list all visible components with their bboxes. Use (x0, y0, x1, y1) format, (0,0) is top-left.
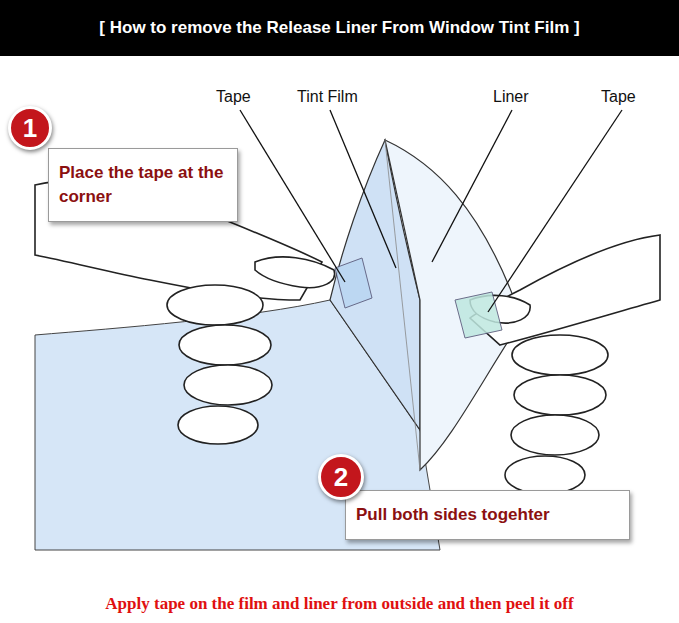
part-label: Liner (493, 88, 529, 106)
right-hand (470, 235, 660, 494)
callout-number: 1 (8, 106, 52, 150)
tape-piece (335, 258, 372, 308)
part-label: Tape (216, 88, 251, 106)
callout-digit: 2 (334, 464, 348, 490)
text-holder: 2 (334, 464, 348, 490)
callout-number: 2 (318, 454, 364, 500)
callout-digit: 1 (23, 115, 37, 141)
callout-text: Pull both sides togehter (356, 503, 550, 527)
tape-piece (455, 292, 502, 338)
title-band: [ How to remove the Release Liner From W… (0, 0, 679, 56)
callout-box: Place the tape at the corner (48, 148, 238, 222)
callout-box: Pull both sides togehter (345, 490, 630, 540)
title-text: [ How to remove the Release Liner From W… (99, 18, 579, 38)
peel-edge (385, 140, 420, 470)
text-holder: 1 (23, 115, 37, 141)
leader-lines (240, 110, 622, 312)
text-holder: Place the tape at the corner (59, 161, 227, 209)
callout-text: Place the tape at the corner (59, 161, 227, 209)
caption-text: Apply tape on the film and liner from ou… (0, 594, 679, 614)
part-label: Tint Film (297, 88, 358, 106)
text-holder: Pull both sides togehter (356, 503, 550, 527)
part-label: Tape (601, 88, 636, 106)
